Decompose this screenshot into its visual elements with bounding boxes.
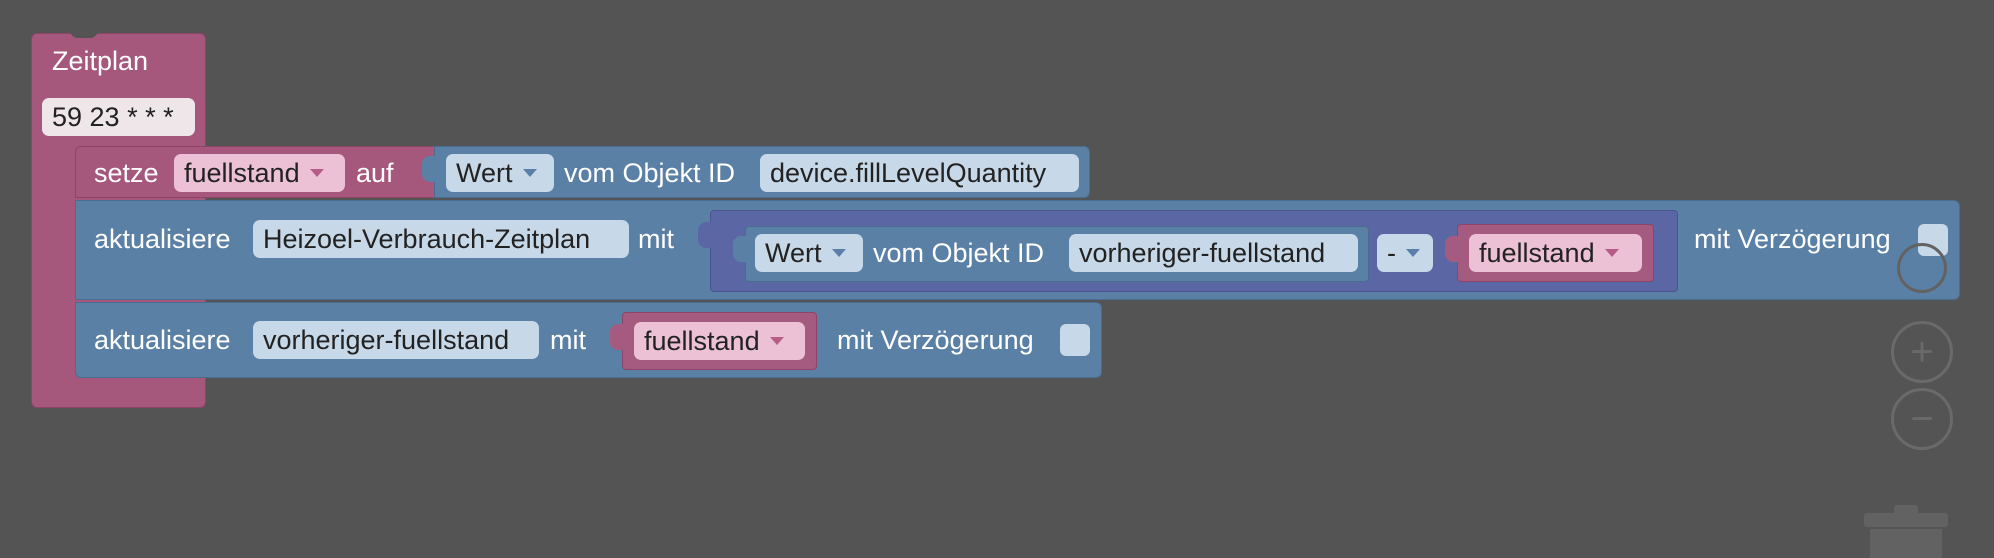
set-verb-label: setze — [94, 158, 159, 188]
update2-target-field[interactable]: vorheriger-fuellstand — [253, 321, 539, 359]
update2-with-label: mit — [550, 325, 586, 355]
trash-lid — [1864, 513, 1948, 527]
variable-dropdown-3[interactable]: fuellstand — [634, 322, 805, 360]
chevron-down-icon — [831, 248, 846, 257]
zoom-in-button[interactable]: + — [1891, 321, 1953, 383]
update-block-2[interactable] — [75, 302, 1102, 378]
chevron-down-icon — [309, 168, 324, 177]
schedule-notch — [70, 30, 98, 38]
operator-dropdown-value: - — [1387, 238, 1396, 268]
chevron-down-icon — [769, 336, 784, 345]
schedule-label: Zeitplan — [52, 46, 149, 76]
cron-field[interactable]: 59 23 * * * — [42, 98, 195, 136]
set-to-label: auf — [356, 158, 394, 188]
object-id-field[interactable]: device.fillLevelQuantity — [760, 154, 1079, 192]
trash-handle — [1894, 505, 1918, 515]
variable-dropdown-value: fuellstand — [1479, 238, 1595, 268]
object-id-label-2: vom Objekt ID — [873, 238, 1045, 268]
recenter-icon[interactable] — [1897, 243, 1947, 293]
update2-delay-checkbox[interactable] — [1060, 324, 1090, 356]
puzzle-connector — [610, 324, 624, 350]
variable-dropdown-value: fuellstand — [644, 326, 760, 356]
update1-verb-label: aktualisiere — [94, 224, 231, 254]
update2-delay-label: mit Verzögerung — [837, 325, 1034, 355]
object-id-field-2[interactable]: vorheriger-fuellstand — [1069, 234, 1358, 272]
puzzle-connector — [422, 156, 436, 182]
variable-dropdown-value: fuellstand — [184, 158, 300, 188]
puzzle-connector — [698, 222, 712, 248]
variable-dropdown-2[interactable]: fuellstand — [1469, 234, 1642, 272]
zoom-out-icon: − — [1910, 397, 1934, 441]
operator-dropdown[interactable]: - — [1377, 234, 1433, 272]
update1-target-field[interactable]: Heizoel-Verbrauch-Zeitplan — [253, 220, 629, 258]
zoom-in-icon: + — [1910, 330, 1934, 374]
puzzle-connector — [733, 236, 747, 262]
update1-with-label: mit — [638, 224, 674, 254]
variable-dropdown[interactable]: fuellstand — [174, 154, 345, 192]
chevron-down-icon — [522, 168, 537, 177]
property-dropdown-value: Wert — [765, 238, 822, 268]
object-id-label: vom Objekt ID — [564, 158, 736, 188]
property-dropdown[interactable]: Wert — [446, 154, 554, 192]
trash-body — [1870, 529, 1942, 558]
chevron-down-icon — [1604, 248, 1619, 257]
puzzle-connector — [1445, 236, 1459, 262]
chevron-down-icon — [1406, 248, 1420, 257]
zoom-out-button[interactable]: − — [1891, 388, 1953, 450]
property-dropdown-2[interactable]: Wert — [755, 234, 863, 272]
trash-icon[interactable] — [1864, 505, 1948, 558]
update2-verb-label: aktualisiere — [94, 325, 231, 355]
update1-delay-label: mit Verzögerung — [1694, 224, 1891, 254]
property-dropdown-value: Wert — [456, 158, 513, 188]
